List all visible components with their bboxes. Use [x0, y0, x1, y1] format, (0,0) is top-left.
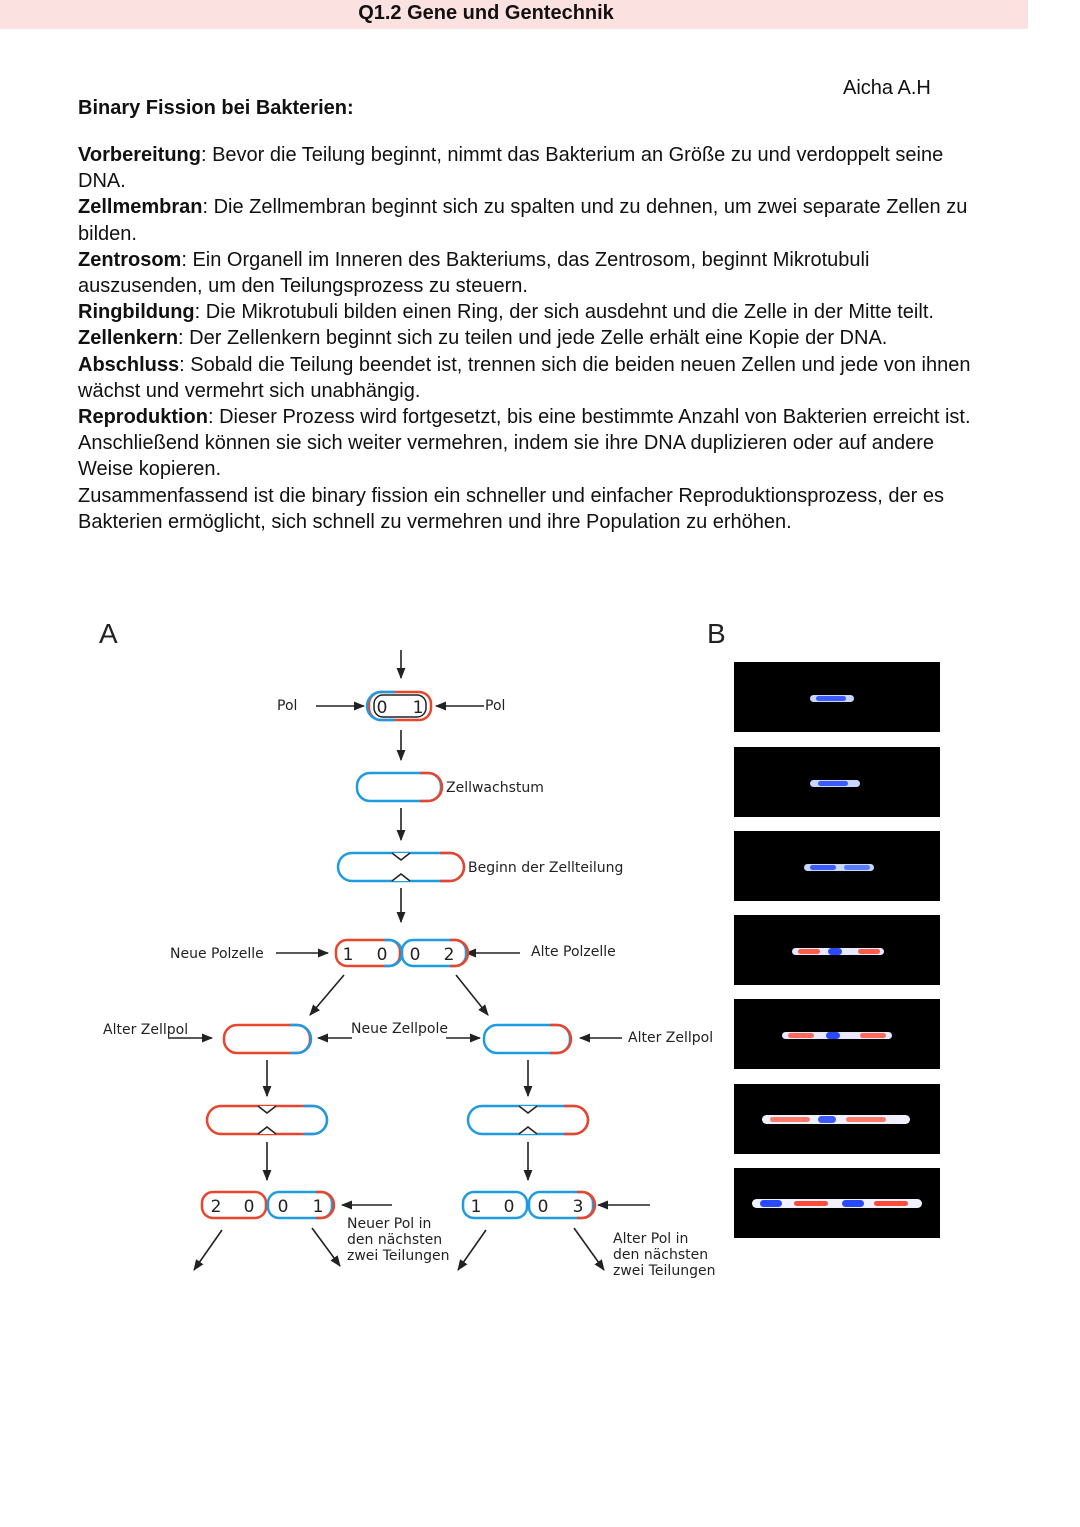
- micrograph-frame: [734, 831, 940, 901]
- label-neue-polzelle: Neue Polzelle: [170, 946, 264, 962]
- paragraph: Ringbildung: Die Mikrotubuli bilden eine…: [78, 299, 983, 325]
- cell-left-split: [200, 1190, 336, 1220]
- paragraph-term: Zellmembran: [78, 196, 203, 219]
- panel-b-label: B: [707, 618, 726, 649]
- cell-right-split: [461, 1190, 597, 1220]
- micrograph-image: [782, 1032, 892, 1039]
- micrograph-image: [752, 1199, 922, 1208]
- cell-number: 0: [377, 945, 388, 965]
- cell-right-growing: [482, 1023, 573, 1055]
- label-alte-polzelle: Alte Polzelle: [531, 944, 616, 960]
- paragraph-term: Zellenkern: [78, 327, 179, 350]
- header-bar: [0, 0, 1028, 29]
- label-neue-zellpole: Neue Zellpole: [351, 1021, 448, 1037]
- cell-right-dividing: [466, 1104, 590, 1136]
- label-alter-pol: Alter Pol in den nächsten zwei Teilungen: [613, 1231, 716, 1279]
- section-heading: Binary Fission bei Bakterien:: [78, 97, 354, 119]
- paragraph: Zentrosom: Ein Organell im Inneren des B…: [78, 247, 983, 299]
- paragraph: Abschluss: Sobald die Teilung beendet is…: [78, 352, 983, 404]
- label-beginn-zellteilung: Beginn der Zellteilung: [468, 860, 624, 876]
- paragraph: Reproduktion: Dieser Prozess wird fortge…: [78, 404, 983, 483]
- paragraph-summary: Zusammenfassend ist die binary fission e…: [78, 483, 983, 535]
- micrograph-frame: [734, 1168, 940, 1238]
- micrograph-image: [810, 695, 854, 702]
- cell-number: 1: [343, 945, 354, 965]
- cell-left-dividing: [205, 1104, 329, 1136]
- arrow: [573, 1227, 605, 1271]
- paragraph-text: : Dieser Prozess wird fortgesetzt, bis e…: [78, 406, 971, 481]
- arrow: [193, 1229, 223, 1271]
- micrograph-image: [792, 948, 884, 955]
- body-text: Vorbereitung: Bevor die Teilung beginnt,…: [78, 142, 983, 535]
- cell-number: 0: [538, 1197, 549, 1217]
- label-pol-left: Pol: [277, 698, 298, 714]
- cell-number: 1: [471, 1197, 482, 1217]
- micrograph-image: [810, 780, 860, 787]
- page-title: Q1.2 Gene und Gentechnik: [358, 2, 614, 24]
- paragraph-text: : Die Zellmembran beginnt sich zu spalte…: [78, 196, 968, 245]
- label-alter-zellpol-left: Alter Zellpol: [103, 1022, 189, 1038]
- label-alter-zellpol-right: Alter Zellpol: [628, 1030, 714, 1046]
- paragraph-term: Ringbildung: [78, 301, 195, 324]
- paragraph: Vorbereitung: Bevor die Teilung beginnt,…: [78, 142, 983, 194]
- micrograph-frame: [734, 915, 940, 985]
- cell-number: 0: [278, 1197, 289, 1217]
- micrograph-frame: [734, 747, 940, 817]
- paragraph-text: : Ein Organell im Inneren des Bakteriums…: [78, 248, 870, 298]
- author-name: Aicha A.H: [843, 77, 931, 99]
- label-pol-right: Pol: [485, 698, 506, 714]
- micrograph-frame: [734, 1084, 940, 1154]
- micrograph-image: [804, 864, 874, 871]
- paragraph: Zellenkern: Der Zellenkern beginnt sich …: [78, 325, 983, 351]
- cell-number: 0: [377, 698, 388, 718]
- cell-number: 0: [410, 945, 421, 965]
- cell-number: 1: [413, 698, 424, 718]
- paragraph-text: : Der Zellenkern beginnt sich zu teilen …: [178, 327, 888, 350]
- arrow: [457, 1229, 487, 1271]
- cell-number: 0: [244, 1197, 255, 1217]
- cell-number: 3: [573, 1197, 584, 1217]
- cell-dividing: [336, 851, 466, 883]
- cell-number: 2: [211, 1197, 222, 1217]
- cell-number: 0: [504, 1197, 515, 1217]
- cell-number: 2: [444, 945, 455, 965]
- arrow: [455, 974, 489, 1016]
- panel-a-label: A: [99, 618, 118, 649]
- arrow: [309, 974, 345, 1016]
- paragraph-term: Zentrosom: [78, 248, 182, 271]
- paragraph-text: : Die Mikrotubuli bilden einen Ring, der…: [194, 301, 934, 324]
- paragraph-text: Zusammenfassend ist die binary fission e…: [78, 484, 945, 533]
- label-zellwachstum: Zellwachstum: [446, 780, 544, 796]
- paragraph: Zellmembran: Die Zellmembran beginnt sic…: [78, 194, 983, 246]
- micrograph-image: [762, 1115, 910, 1124]
- arrow: [311, 1227, 341, 1267]
- paragraph-term: Vorbereitung: [78, 144, 201, 166]
- paragraph-text: : Sobald die Teilung beendet ist, trenne…: [78, 353, 971, 402]
- paragraph-term: Reproduktion: [78, 406, 208, 429]
- paragraph-term: Abschluss: [78, 353, 180, 376]
- cell-split: [334, 938, 470, 968]
- cell-growing: [355, 771, 444, 803]
- cell-left-growing: [222, 1023, 313, 1055]
- cell-initial: [365, 690, 433, 722]
- micrograph-frame: [734, 662, 940, 732]
- micrograph-frame: [734, 999, 940, 1069]
- label-neuer-pol: Neuer Pol in den nächsten zwei Teilungen: [347, 1216, 450, 1264]
- cell-number: 1: [313, 1197, 324, 1217]
- paragraph-text: : Bevor die Teilung beginnt, nimmt das B…: [78, 144, 944, 193]
